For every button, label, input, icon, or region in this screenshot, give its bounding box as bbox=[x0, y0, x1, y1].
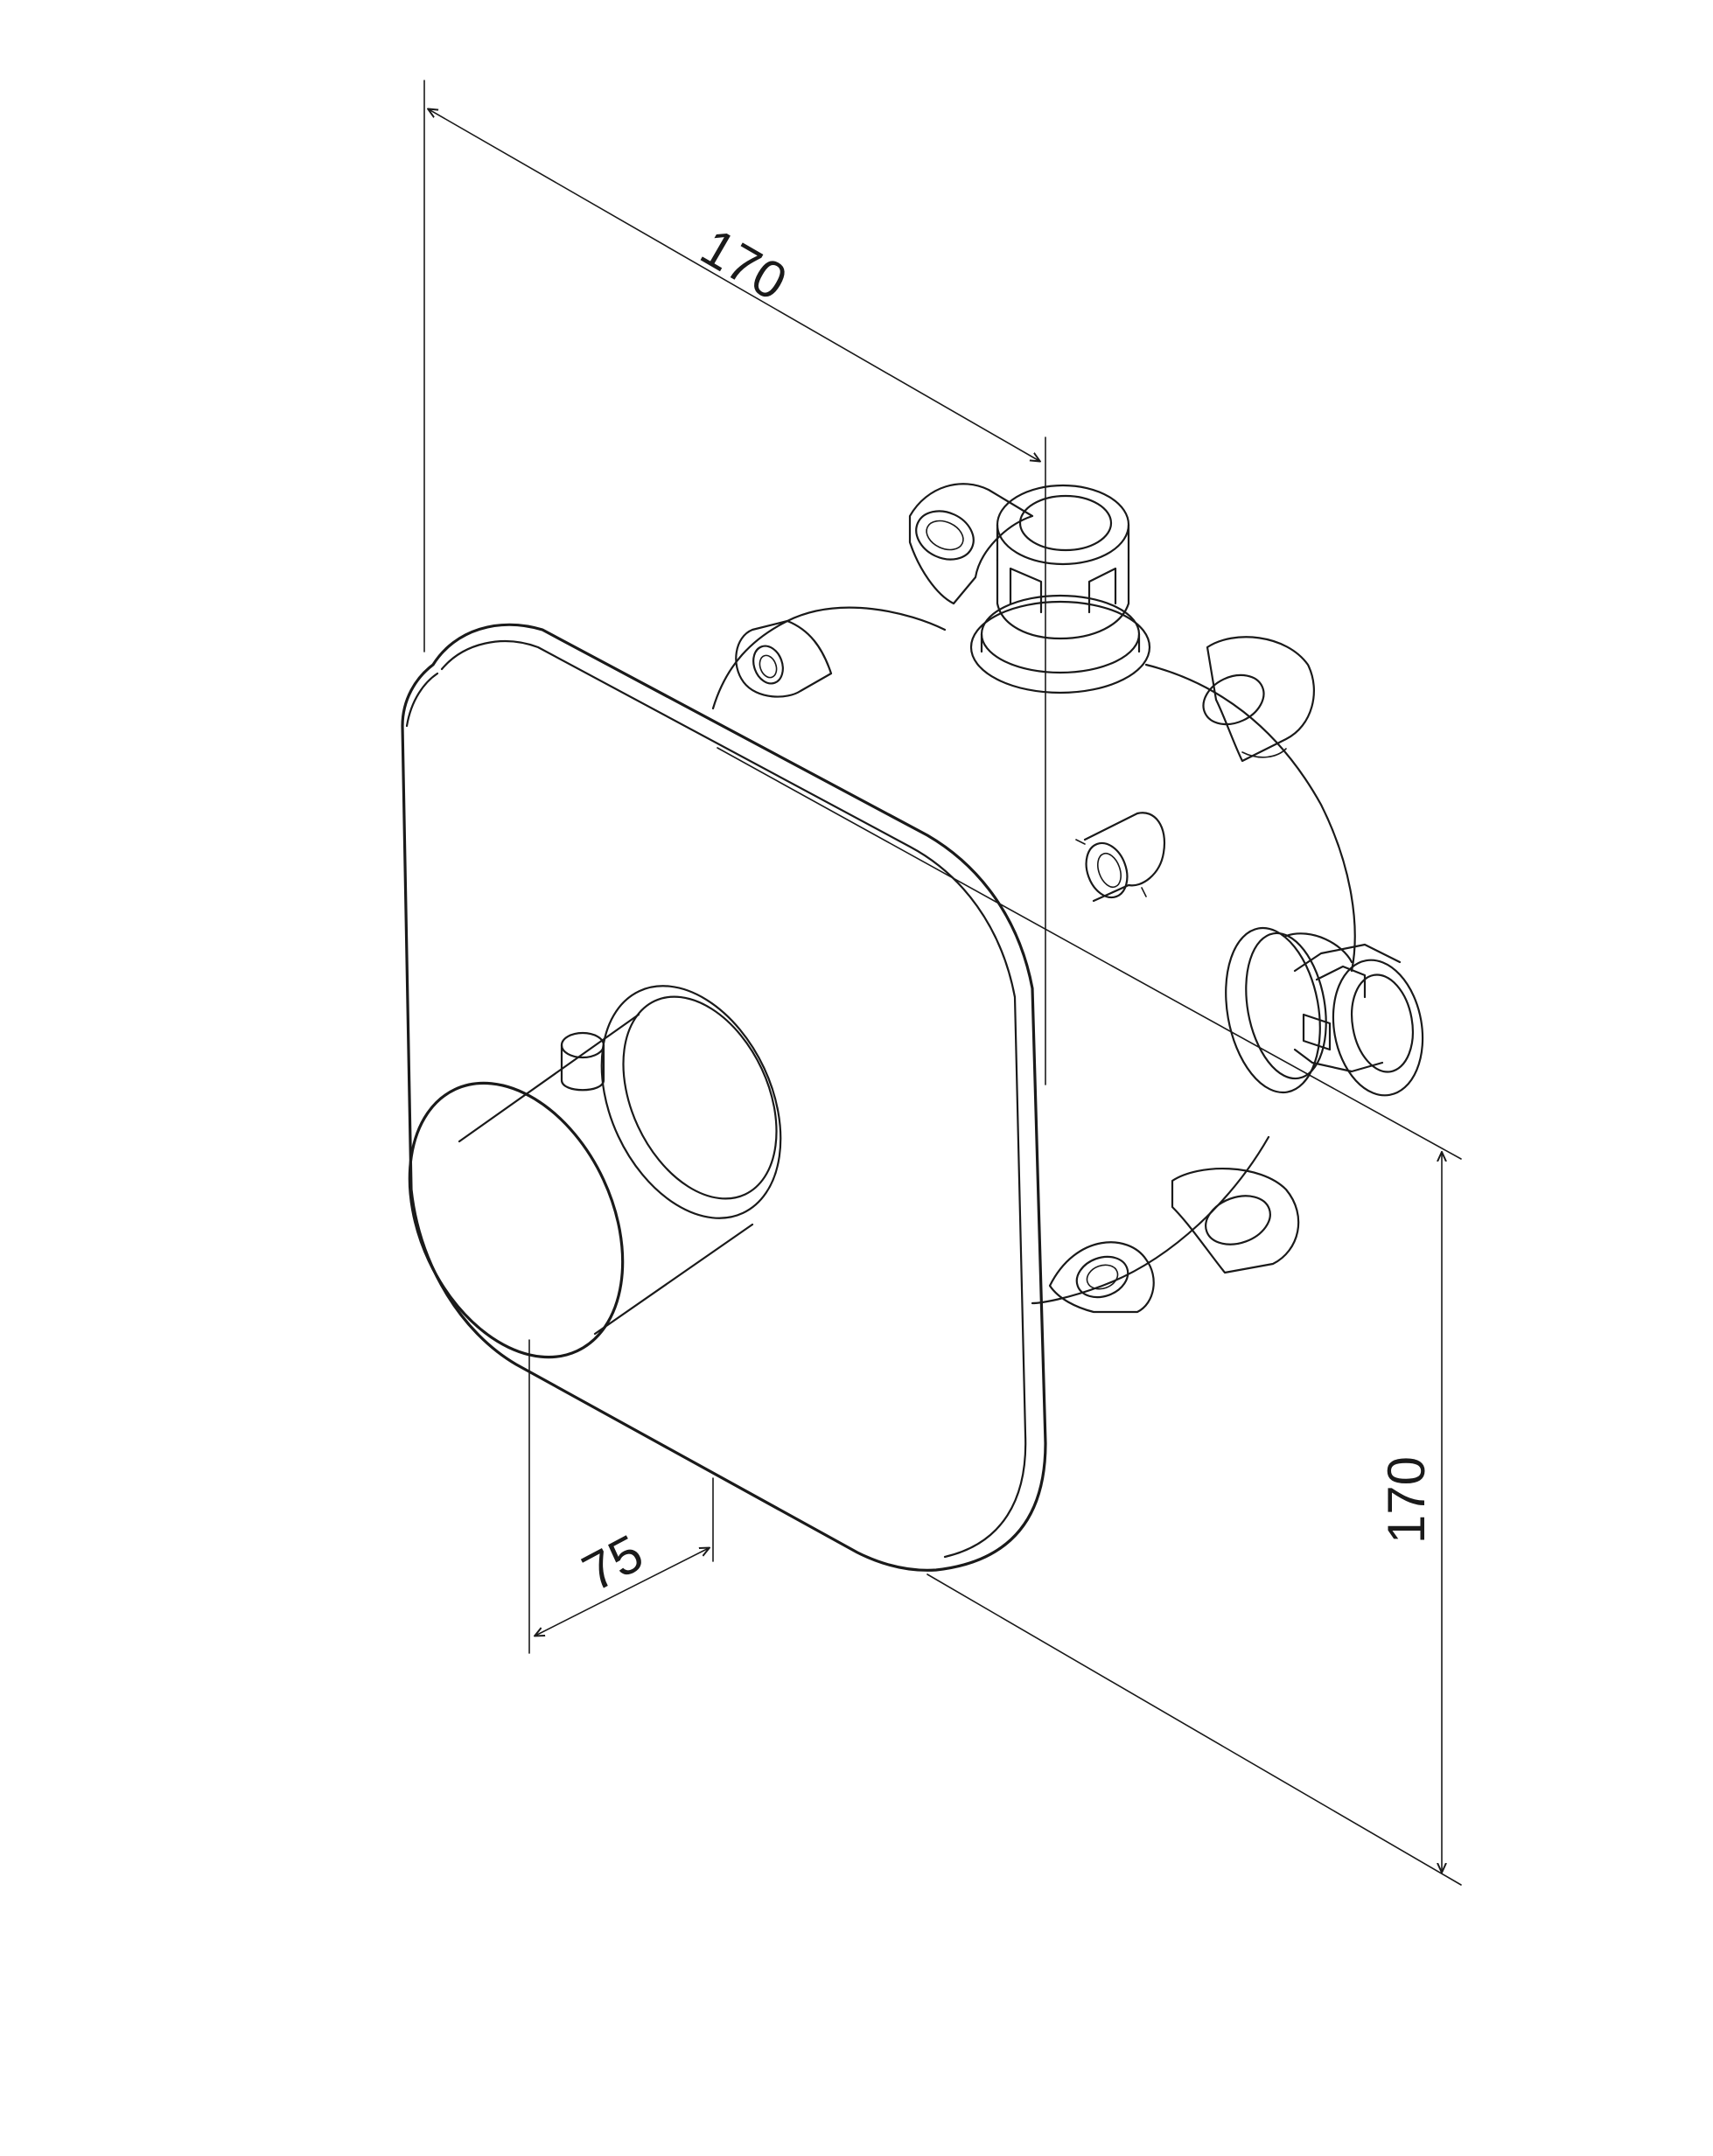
right-pipe-connector bbox=[1225, 926, 1424, 1097]
cover-plate bbox=[401, 623, 1047, 1572]
mounting-body bbox=[711, 483, 1356, 1314]
depth-label: 75 bbox=[573, 1524, 652, 1602]
width-label: 170 bbox=[691, 217, 796, 311]
width-dimension: 170 bbox=[423, 80, 1046, 1085]
upper-pipe-connector bbox=[969, 484, 1151, 694]
height-label: 170 bbox=[1377, 1456, 1436, 1544]
control-knob bbox=[408, 985, 782, 1359]
height-dimension: 170 bbox=[717, 747, 1462, 1886]
